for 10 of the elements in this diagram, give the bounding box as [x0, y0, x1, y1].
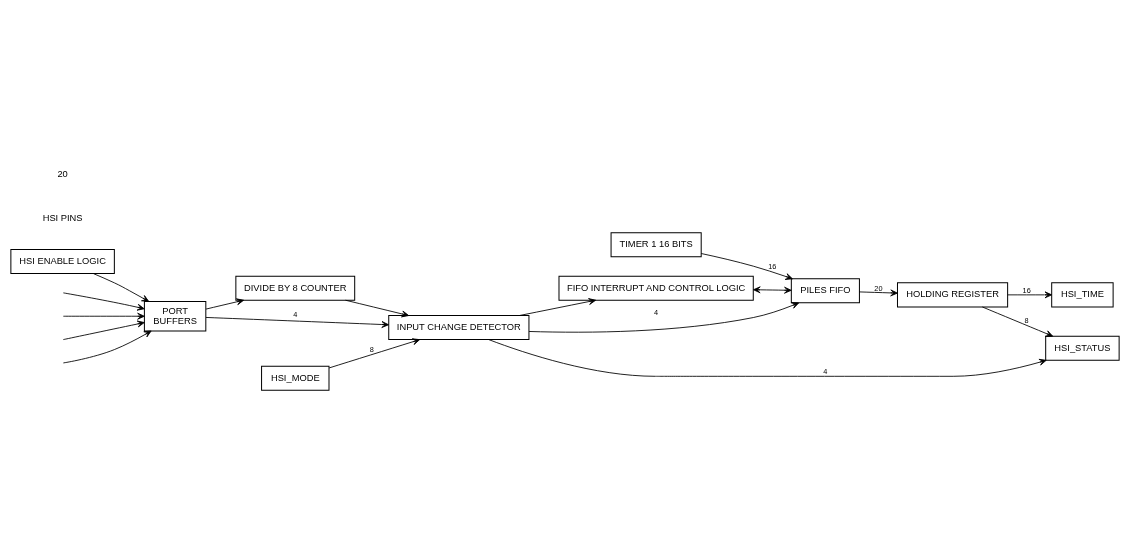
label: 20	[57, 168, 68, 179]
edge-label: 4	[654, 307, 659, 317]
edge-label: 4	[823, 366, 828, 376]
label: HSI PINS	[42, 212, 83, 223]
edge-label: 16	[768, 261, 777, 271]
edge-label: 20	[874, 283, 883, 293]
edge-label: 4	[293, 309, 298, 319]
edge-label: 8	[1024, 315, 1029, 325]
edge-label: 8	[369, 344, 374, 354]
edge-label: 16	[1022, 285, 1031, 295]
